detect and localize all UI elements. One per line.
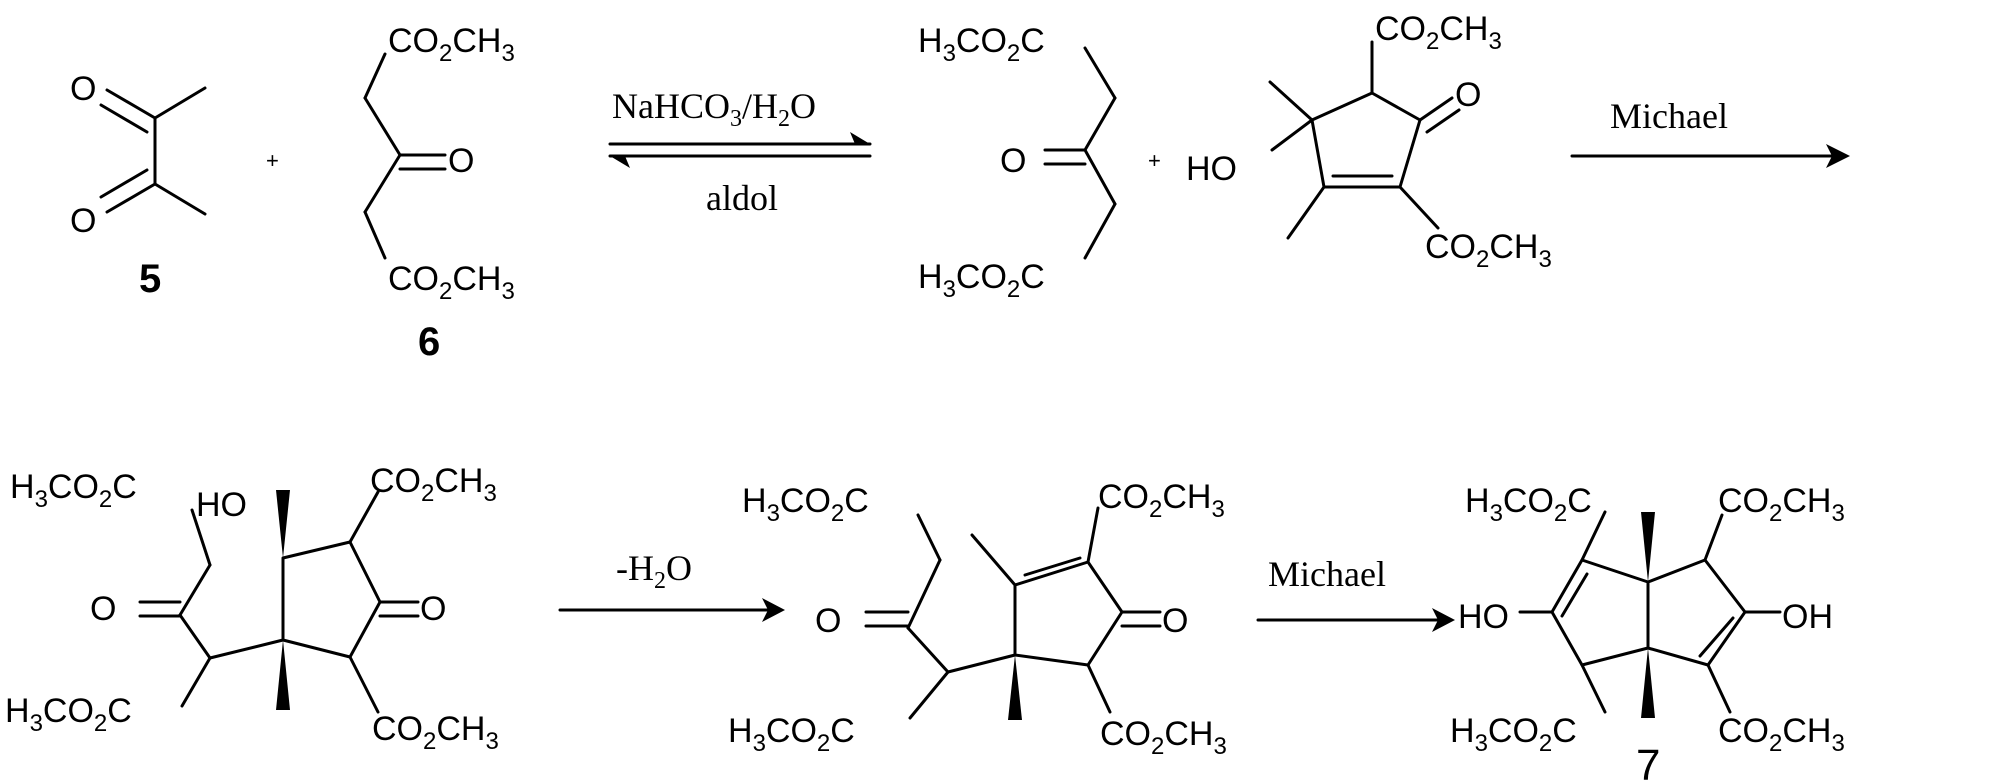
ester-label: CO2CH3 xyxy=(1100,715,1227,760)
atom-O: O xyxy=(448,142,474,180)
compound-label-7: 7 xyxy=(1636,741,1660,784)
reagent-label: Michael xyxy=(1610,96,1728,136)
atom-HO: HO xyxy=(1458,598,1509,636)
condition-label: aldol xyxy=(706,178,778,218)
reagent-label: NaHCO3/H2O xyxy=(612,86,816,132)
atom-O: O xyxy=(815,602,841,640)
ester-label: CO2CH3 xyxy=(388,22,515,67)
dehydration-arrow: -H2O xyxy=(558,548,785,622)
enone-structure: H3CO2C CO2CH3 O O H3CO2C CO2CH3 xyxy=(728,478,1227,760)
compound-label-6: 6 xyxy=(418,320,440,364)
compound-5-structure: O O 5 xyxy=(70,70,207,301)
compound-6-structure: CO2CH3 O CO2CH3 6 xyxy=(363,22,515,364)
atom-O: O xyxy=(420,590,446,628)
ester-label: H3CO2C xyxy=(10,468,137,513)
ester-label: H3CO2C xyxy=(5,692,132,737)
ester-label: CO2CH3 xyxy=(1718,482,1845,527)
ester-label: CO2CH3 xyxy=(370,462,497,507)
plus-sign: + xyxy=(266,148,279,173)
ester-label: H3CO2C xyxy=(1465,482,1592,527)
atom-HO: HO xyxy=(1186,150,1237,188)
ester-label: CO2CH3 xyxy=(388,260,515,305)
atom-O: O xyxy=(1000,142,1026,180)
equilibrium-arrow: NaHCO3/H2O aldol xyxy=(608,86,872,218)
atom-O: O xyxy=(1162,602,1188,640)
ester-label: CO2CH3 xyxy=(1718,712,1845,757)
ester-label: CO2CH3 xyxy=(1425,228,1552,273)
ester-label: H3CO2C xyxy=(742,482,869,527)
reagent-label: -H2O xyxy=(616,548,692,594)
ester-label: H3CO2C xyxy=(918,258,1045,303)
ester-label: CO2CH3 xyxy=(1375,10,1502,55)
michael-arrow: Michael xyxy=(1256,554,1455,632)
ester-label: H3CO2C xyxy=(1450,712,1577,757)
atom-OH: OH xyxy=(1782,598,1833,636)
michael-arrow: Michael xyxy=(1570,96,1850,168)
reagent-label: Michael xyxy=(1268,554,1386,594)
atom-O: O xyxy=(70,202,96,240)
michael-adduct-structure: H3CO2C HO CO2CH3 O O H3CO2C CO2CH3 xyxy=(5,462,499,755)
atom-HO: HO xyxy=(196,486,247,524)
cyclopentenone-structure: CO2CH3 O HO CO2CH3 xyxy=(1186,10,1552,273)
ester-label: CO2CH3 xyxy=(1098,478,1225,523)
atom-O: O xyxy=(90,590,116,628)
atom-O: O xyxy=(1455,76,1481,114)
ester-label: H3CO2C xyxy=(918,22,1045,67)
plus-sign: + xyxy=(1148,148,1161,173)
ester-label: H3CO2C xyxy=(728,712,855,757)
compound-7-structure: H3CO2C CO2CH3 HO OH H3CO2C CO2CH3 7 xyxy=(1450,482,1845,784)
compound-label-5: 5 xyxy=(139,257,161,301)
ester-label: CO2CH3 xyxy=(372,710,499,755)
acetonedicarboxylate-structure: H3CO2C O H3CO2C xyxy=(918,22,1117,303)
atom-O: O xyxy=(70,70,96,108)
